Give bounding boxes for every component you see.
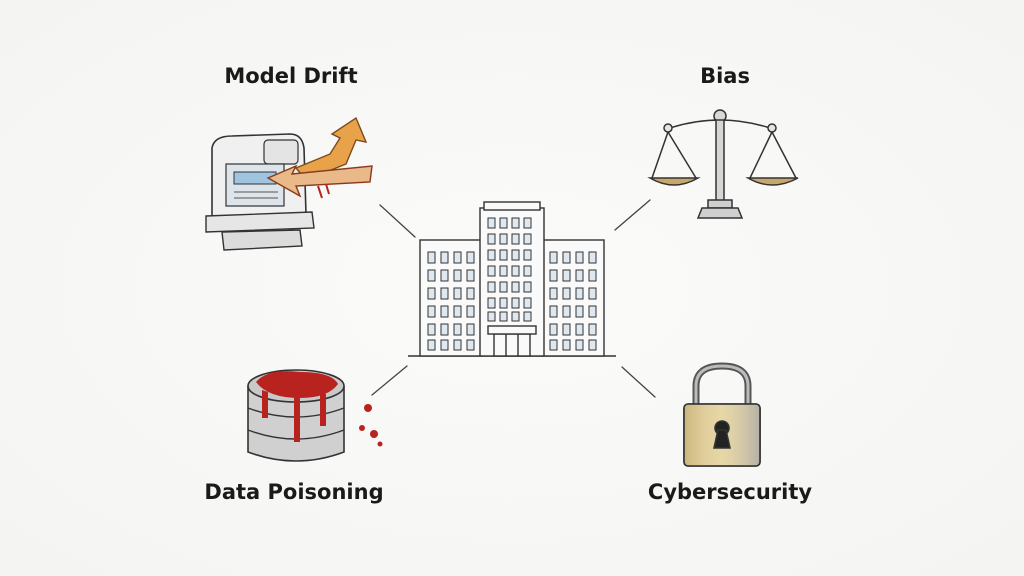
mri-scanner-with-arrow-icon bbox=[205, 116, 373, 251]
connector-model-drift bbox=[379, 204, 416, 238]
connector-bias bbox=[614, 199, 651, 231]
hospital-building-icon bbox=[408, 201, 616, 357]
connector-cybersecurity bbox=[621, 366, 656, 398]
connectors bbox=[371, 199, 656, 398]
connector-data-poisoning bbox=[371, 365, 408, 396]
balance-scale-icon bbox=[647, 109, 799, 219]
node-label-model-drift: Model Drift bbox=[224, 64, 358, 88]
blood-stained-database-icon bbox=[247, 369, 383, 462]
node-label-cybersecurity: Cybersecurity bbox=[647, 480, 813, 504]
node-label-bias: Bias bbox=[700, 64, 750, 88]
node-label-data-poisoning: Data Poisoning bbox=[204, 480, 384, 504]
padlock-icon bbox=[683, 362, 761, 467]
